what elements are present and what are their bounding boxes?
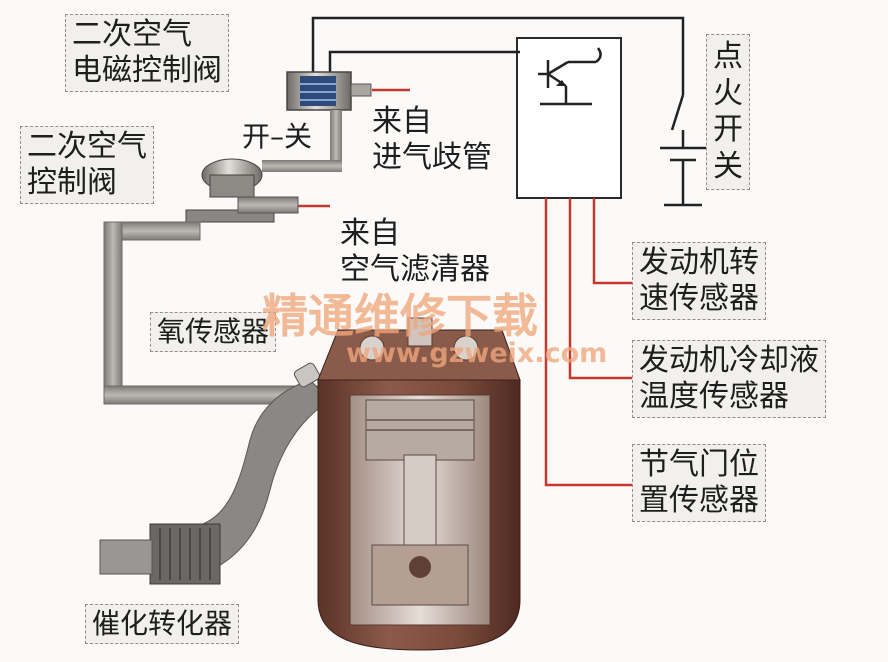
label-on-off: 开–关 <box>242 120 313 153</box>
label-from-air-filter: 来自 空气滤清器 <box>340 216 490 288</box>
label-line: 置传感器 <box>639 483 759 518</box>
label-line: 温度传感器 <box>639 379 789 414</box>
vacuum-hose <box>330 110 342 170</box>
label-line: 来自 <box>372 104 432 139</box>
solenoid-valve <box>286 71 372 111</box>
valve-left <box>359 335 385 361</box>
label-from-intake-manifold: 来自 进气歧管 <box>372 104 492 176</box>
label-throttle-position-sensor: 节气门位 置传感器 <box>632 444 766 522</box>
sensor-wires <box>298 88 632 487</box>
air-control-valve <box>185 158 299 223</box>
label-secondary-air-control-valve: 二次空气 控制阀 <box>20 126 154 204</box>
transistor-arrow <box>556 80 566 86</box>
catalytic-converter-body <box>99 523 221 585</box>
label-coolant-temperature-sensor: 发动机冷却液 温度传感器 <box>632 340 826 418</box>
label-line: 来自 <box>340 216 400 251</box>
label-line: 点 <box>713 39 743 74</box>
label-oxygen-sensor: 氧传感器 <box>150 312 277 352</box>
oxygen-sensor-body <box>293 362 321 388</box>
label-line: 电磁控制阀 <box>72 53 222 88</box>
engine-block <box>317 317 521 651</box>
label-line: 进气歧管 <box>372 140 492 175</box>
label-line: 发动机冷却液 <box>639 343 819 378</box>
label-line: 控制阀 <box>27 165 117 200</box>
label-line: 开 <box>713 112 743 148</box>
valve-right <box>453 335 479 361</box>
label-catalytic-converter: 催化转化器 <box>85 604 240 644</box>
vacuum-hose-elbow <box>262 160 342 172</box>
label-engine-speed-sensor: 发动机转 速传感器 <box>632 242 766 320</box>
label-line: 关 <box>713 148 743 184</box>
label-ignition-switch: 点 火 开 关 <box>706 34 750 191</box>
transistor-symbol <box>538 47 602 106</box>
label-line: 二次空气 <box>72 17 192 52</box>
black-wires <box>311 16 685 95</box>
label-line: 空气滤清器 <box>340 252 490 287</box>
label-line: 发动机转 <box>639 245 759 280</box>
label-line: 速传感器 <box>639 281 759 316</box>
air-injection-pipe <box>103 221 331 405</box>
label-line: 节气门位 <box>639 447 759 482</box>
label-line: 二次空气 <box>27 129 147 164</box>
label-secondary-air-solenoid-valve: 二次空气 电磁控制阀 <box>65 14 229 92</box>
ignition-switch-symbol <box>660 94 706 207</box>
label-line: 火 <box>713 75 743 111</box>
ecu-box <box>516 37 622 199</box>
